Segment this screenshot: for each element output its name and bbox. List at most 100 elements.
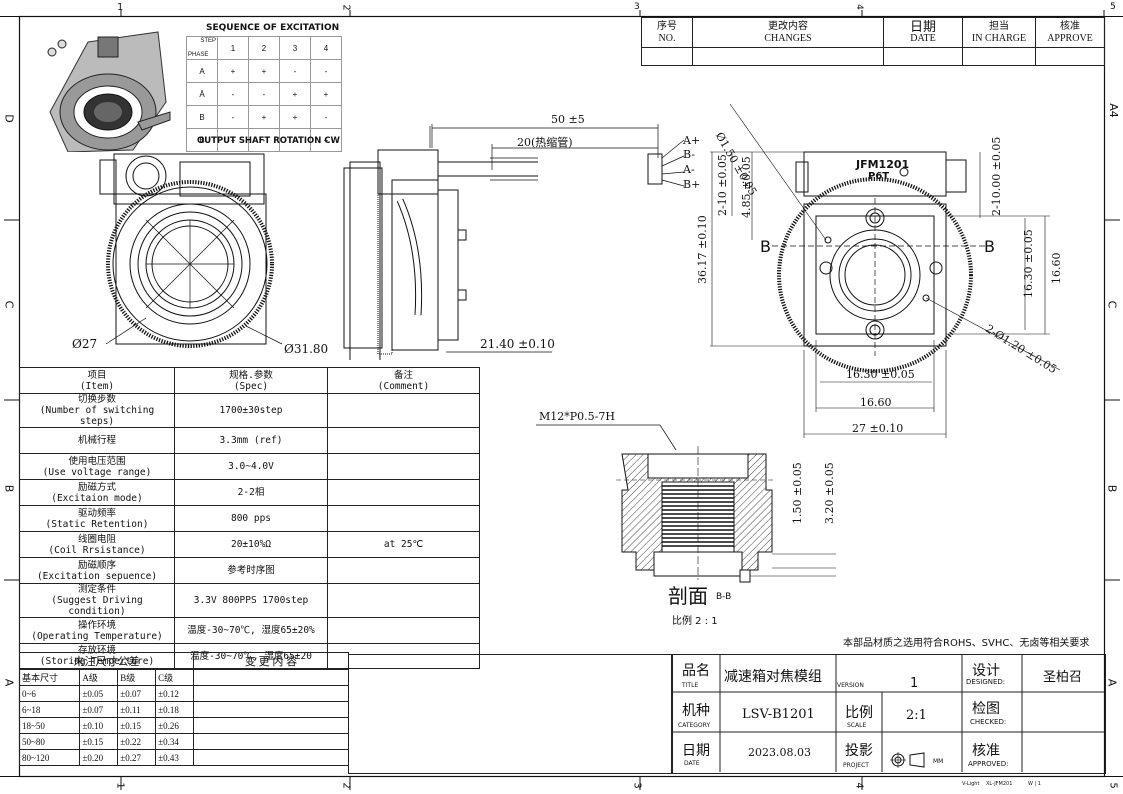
dim-h-1660: 16.60 [860, 396, 892, 409]
material-note: 本部品材质之选用符合ROHS、SVHC、无卤等相关要求 [843, 638, 1090, 649]
zone-left-b: B [2, 484, 16, 493]
zone-right-a: A [1105, 678, 1119, 687]
tb-scale-en: SCALE [847, 722, 867, 729]
spec-header-comment: 备注(Comment) [327, 367, 480, 394]
spec-value: 3.3V 800PPS 1700step [174, 583, 328, 618]
title-block [672, 654, 1106, 774]
zone-top-5: 5 [1110, 2, 1116, 12]
spec-comment [327, 643, 480, 669]
cell: - [217, 82, 249, 106]
wire-a-plus: A+ [683, 134, 701, 147]
dim-v-485: 4.85 ±0.05 [740, 156, 753, 218]
cell: + [310, 128, 342, 152]
excitation-table: STEP PHASE 1 2 3 4 A ++-- Ā --++ B -++-… [186, 36, 342, 152]
zone-top-4: 4 [853, 4, 864, 10]
spec-value: 3.3mm (ref) [174, 427, 328, 454]
tol-header: 基本尺寸 [18, 669, 81, 686]
zone-left-a: A [2, 678, 16, 687]
tol-cell: ±0.43 [155, 749, 194, 766]
side-dims [431, 124, 685, 353]
tb-date-value: 2023.08.03 [748, 746, 811, 759]
tb-title-en: TITLE [682, 682, 699, 689]
tol-cell: ±0.12 [155, 685, 194, 702]
chip-label-2: P6T [868, 171, 890, 182]
spec-comment [327, 393, 480, 428]
module-iso-view [47, 31, 171, 152]
tol-cell: ±0.07 [79, 701, 119, 718]
tol-cell: ±0.20 [79, 749, 119, 766]
dim-v-1660: 16.60 [1050, 252, 1063, 285]
zone-top-1: 1 [117, 2, 124, 13]
tb-category-cn: 机种 [682, 703, 710, 719]
spec-item: 使用电压范围(Use voltage range) [19, 453, 175, 480]
tb-designer: 圣柏召 [1043, 670, 1083, 685]
phase-a-bar: Ā [186, 82, 218, 106]
tb-approved-cn: 核准 [972, 743, 1000, 759]
tb-date-cn: 日期 [682, 743, 710, 759]
tol-cell: ±0.15 [79, 733, 119, 750]
tb-scale-value: 2:1 [906, 708, 927, 723]
zone-right-b: B [1105, 484, 1119, 493]
spec-item: 机械行程 [19, 427, 175, 454]
spec-comment: at 25℃ [327, 531, 480, 558]
spec-value: 20±10%Ω [174, 531, 328, 558]
zone-right-a4: A4 [1106, 103, 1120, 118]
step-2: 2 [248, 36, 280, 60]
tol-header: B级 [117, 669, 157, 686]
dim-v-3617: 36.17 ±0.10 [696, 215, 709, 284]
spec-comment [327, 617, 480, 644]
tb-title-value: 减速箱对焦模组 [724, 669, 822, 685]
tb-category-en: CATEGORY [678, 722, 711, 729]
dim-v-2-1000: 2-10.00 ±0.05 [990, 136, 1003, 216]
cell: + [248, 59, 280, 83]
zone-bottom-5: 5 [1107, 782, 1119, 789]
zone-left-d: D [2, 114, 16, 123]
step-4: 4 [310, 36, 342, 60]
dim-side-20: 20(热缩管) [517, 136, 573, 149]
tol-header: A级 [79, 669, 119, 686]
phase-b-bar: B̄ [186, 128, 218, 152]
tol-cell: ±0.11 [117, 701, 157, 718]
spec-comment [327, 557, 480, 584]
zone-bottom-1: 1 [114, 782, 126, 789]
tb-date-en: DATE [684, 760, 700, 767]
dim-v-2-10: 2-10 ±0.05 [716, 154, 729, 216]
wire-b-plus: B+ [683, 178, 701, 191]
spec-header-item: 项目(Item) [19, 367, 175, 394]
dim-sec-150: 1.50 ±0.05 [791, 462, 804, 524]
excitation-title: SEQUENCE OF EXCITATION [206, 23, 340, 33]
spec-item: 励磁顺序(Excitation sepuence) [19, 557, 175, 584]
cell: + [279, 82, 311, 106]
tb-version-value: 1 [910, 676, 919, 691]
tol-cell: ±0.10 [79, 717, 119, 734]
spec-item: 操作环境(Operating Temperature) [19, 617, 175, 644]
tol-cell: 50~80 [18, 733, 81, 750]
tb-footer-right: W | 1 [1028, 781, 1041, 787]
spec-comment [327, 453, 480, 480]
spec-item: 切换步数(Number of switching steps) [19, 393, 175, 428]
tb-footer-mid: XL-JFM201 [986, 781, 1013, 787]
dim-side-50: 50 ±5 [551, 113, 585, 126]
cell: - [248, 82, 280, 106]
tol-cell: ±0.15 [117, 717, 157, 734]
zone-bottom-4: 4 [853, 782, 865, 789]
tol-cell: 18~50 [18, 717, 81, 734]
spec-table: 项目(Item) 规格.参数(Spec) 备注(Comment) 切换步数(Nu… [19, 367, 480, 669]
cell: + [310, 82, 342, 106]
tol-cell: 80~120 [18, 749, 81, 766]
tol-cell: 0~6 [18, 685, 81, 702]
step-1: 1 [217, 36, 249, 60]
dim-sec-320: 3.20 ±0.05 [823, 462, 836, 524]
section-b-left: B [760, 237, 771, 256]
spec-value: 2-2相 [174, 479, 328, 506]
tol-cell: ±0.18 [155, 701, 194, 718]
cell: + [248, 105, 280, 129]
tol-cell: ±0.05 [79, 685, 119, 702]
spec-item: 驱动频率(Static Retention) [19, 505, 175, 532]
